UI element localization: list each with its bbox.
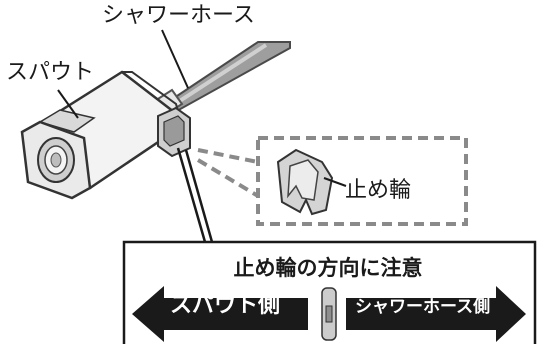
ring-leader-line [323, 177, 347, 187]
hose-side-arrow [346, 286, 526, 342]
notice-title: 止め輪の方向に注意 [233, 256, 423, 280]
spout-label: スパウト [6, 60, 95, 85]
spout-face [20, 120, 92, 200]
stop-ring-mounted [157, 106, 191, 158]
stop-ring-orientation-icon [321, 287, 337, 341]
zoom-callout [196, 136, 468, 226]
stop-ring-enlarged [276, 148, 334, 216]
stop-ring-label: 止め輪 [345, 178, 412, 203]
shower-hose-label: シャワーホース [102, 3, 255, 28]
spout-leader-line [57, 89, 79, 119]
hose-leader-line [161, 29, 189, 89]
notice-panel [122, 147, 537, 344]
spout-side-arrow [132, 286, 308, 342]
shower-hose [166, 41, 291, 114]
spout-side-arrow-label: スパウト側 [170, 293, 281, 318]
hose-side-arrow-label: シャワーホース側 [355, 297, 491, 317]
